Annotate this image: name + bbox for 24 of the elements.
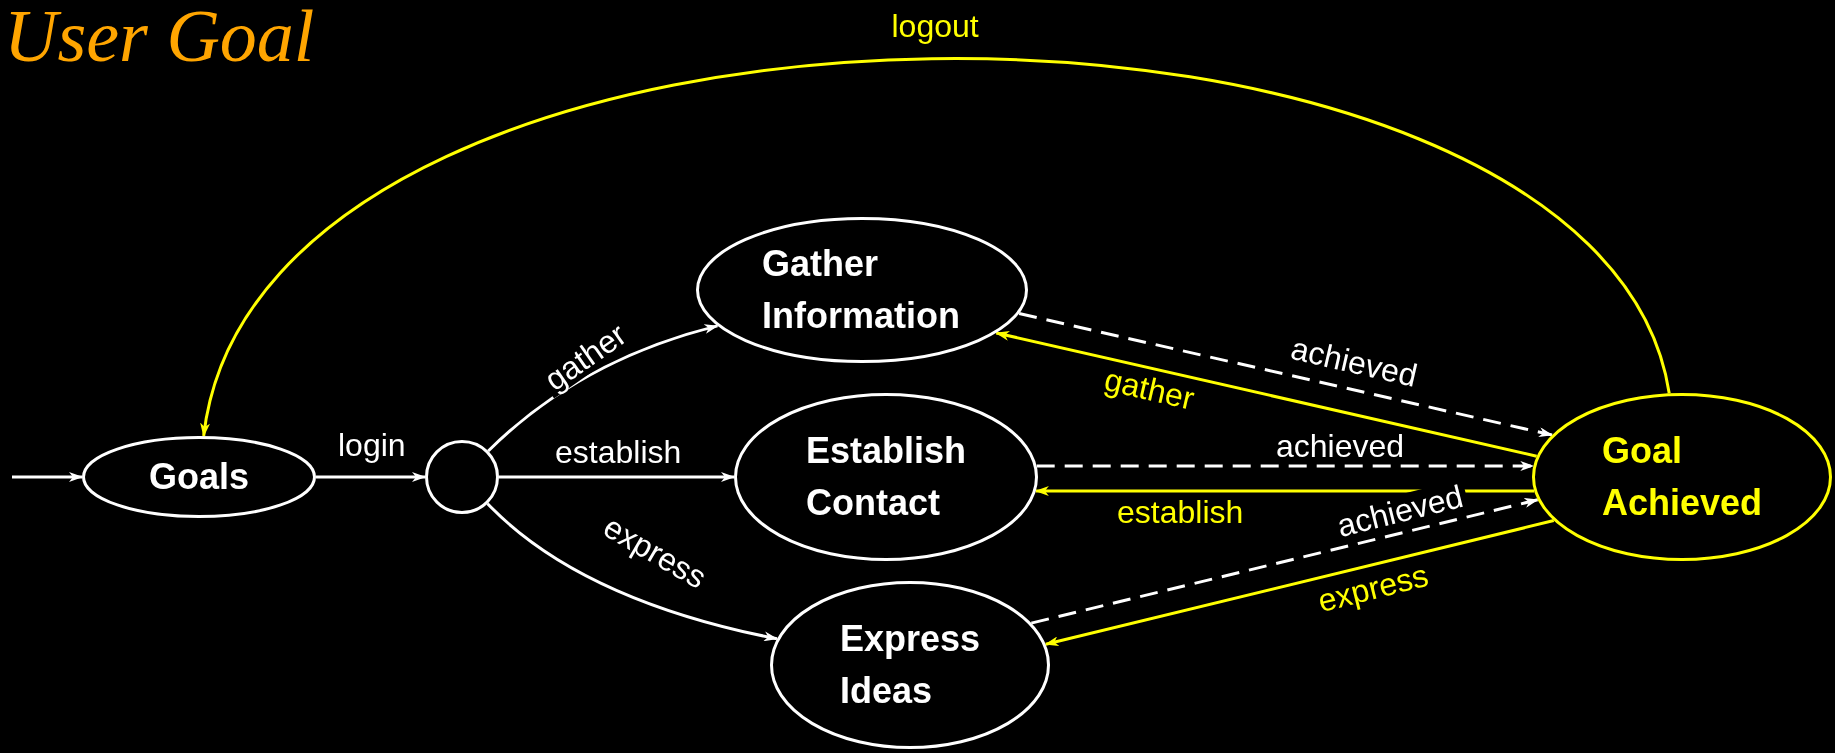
arrow <box>12 472 83 482</box>
state-ellipse <box>1532 393 1832 561</box>
dashed-arrow <box>1036 461 1535 471</box>
arrow <box>316 472 426 482</box>
state-name: Establish Contact <box>805 428 968 525</box>
diagram-title: User Goal <box>4 0 315 79</box>
state-name: Express Ideas <box>839 616 982 713</box>
arrow <box>499 472 735 482</box>
state-name: Gather Information <box>761 241 961 338</box>
dashed-arrow <box>1031 498 1539 625</box>
arrow <box>995 330 1538 458</box>
arrow <box>1044 519 1555 647</box>
state-circle <box>425 440 499 514</box>
arrow <box>202 57 1671 437</box>
state-ellipse <box>696 217 1028 363</box>
arrow <box>486 502 778 641</box>
arrow <box>487 324 719 453</box>
state-ellipse <box>734 393 1038 561</box>
dashed-arrow <box>1018 312 1553 438</box>
state-name: Goal Achieved <box>1601 428 1764 525</box>
state-ellipse <box>770 581 1050 749</box>
arrow <box>1034 486 1535 496</box>
state-ellipse <box>82 436 316 518</box>
state-name: Goals <box>148 454 249 499</box>
